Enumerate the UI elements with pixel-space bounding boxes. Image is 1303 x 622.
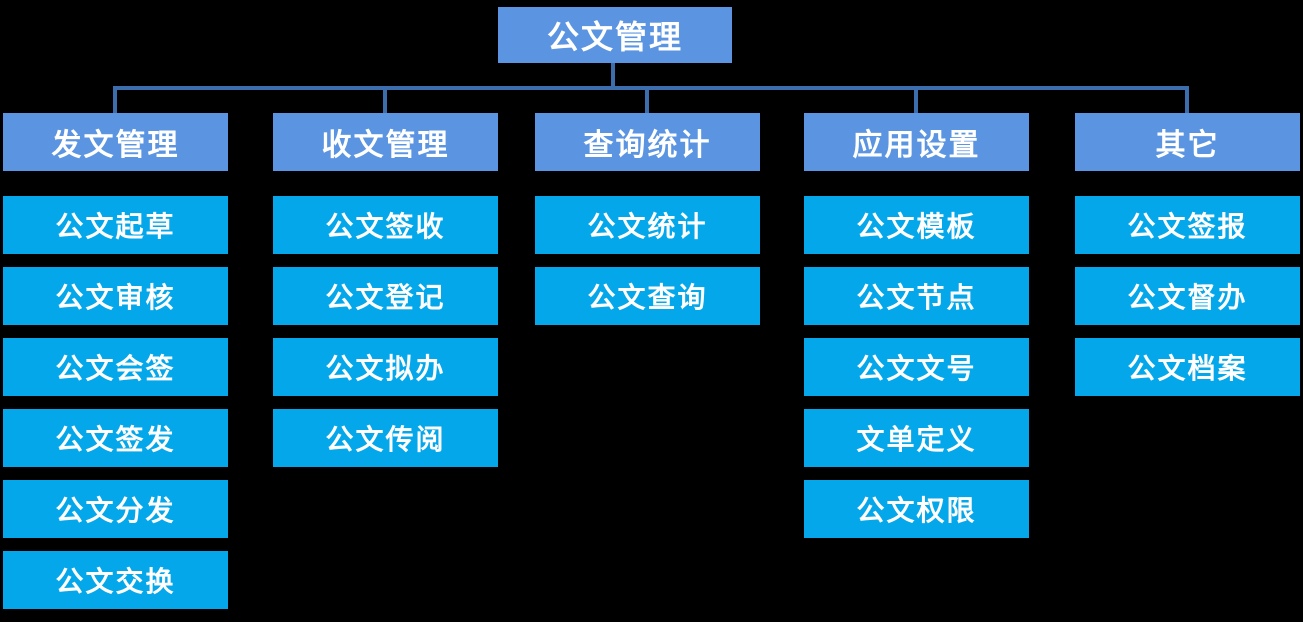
feature-item: 文单定义 [804,409,1029,467]
feature-item: 公文登记 [273,267,498,325]
group-header-others: 其它 [1075,113,1300,171]
group-header-outgoing: 发文管理 [3,113,228,171]
feature-item: 公文签报 [1075,196,1300,254]
connector-drop-others [1185,86,1189,113]
connector-drop-outgoing [113,86,117,113]
feature-item: 公文统计 [535,196,760,254]
root-node: 公文管理 [498,7,732,63]
group-header-incoming: 收文管理 [273,113,498,171]
group-others: 其它 公文签报 公文督办 公文档案 [1075,113,1300,409]
feature-item: 公文督办 [1075,267,1300,325]
feature-item: 公文签收 [273,196,498,254]
connector-horizontal-bus [113,86,1189,90]
feature-item: 公文文号 [804,338,1029,396]
group-app-settings: 应用设置 公文模板 公文节点 公文文号 文单定义 公文权限 [804,113,1029,551]
feature-item: 公文签发 [3,409,228,467]
feature-item: 公文交换 [3,551,228,609]
group-header-settings: 应用设置 [804,113,1029,171]
connector-drop-query [645,86,649,113]
feature-item: 公文传阅 [273,409,498,467]
feature-item: 公文分发 [3,480,228,538]
feature-item: 公文审核 [3,267,228,325]
group-header-query: 查询统计 [535,113,760,171]
feature-item: 公文档案 [1075,338,1300,396]
group-incoming-management: 收文管理 公文签收 公文登记 公文拟办 公文传阅 [273,113,498,480]
connector-drop-settings [914,86,918,113]
feature-item: 公文查询 [535,267,760,325]
feature-item: 公文模板 [804,196,1029,254]
group-outgoing-management: 发文管理 公文起草 公文审核 公文会签 公文签发 公文分发 公文交换 [3,113,228,622]
feature-item: 公文会签 [3,338,228,396]
feature-item: 公文起草 [3,196,228,254]
feature-item: 公文节点 [804,267,1029,325]
connector-root-drop [611,63,615,90]
connector-drop-incoming [383,86,387,113]
group-query-statistics: 查询统计 公文统计 公文查询 [535,113,760,338]
feature-item: 公文拟办 [273,338,498,396]
feature-item: 公文权限 [804,480,1029,538]
